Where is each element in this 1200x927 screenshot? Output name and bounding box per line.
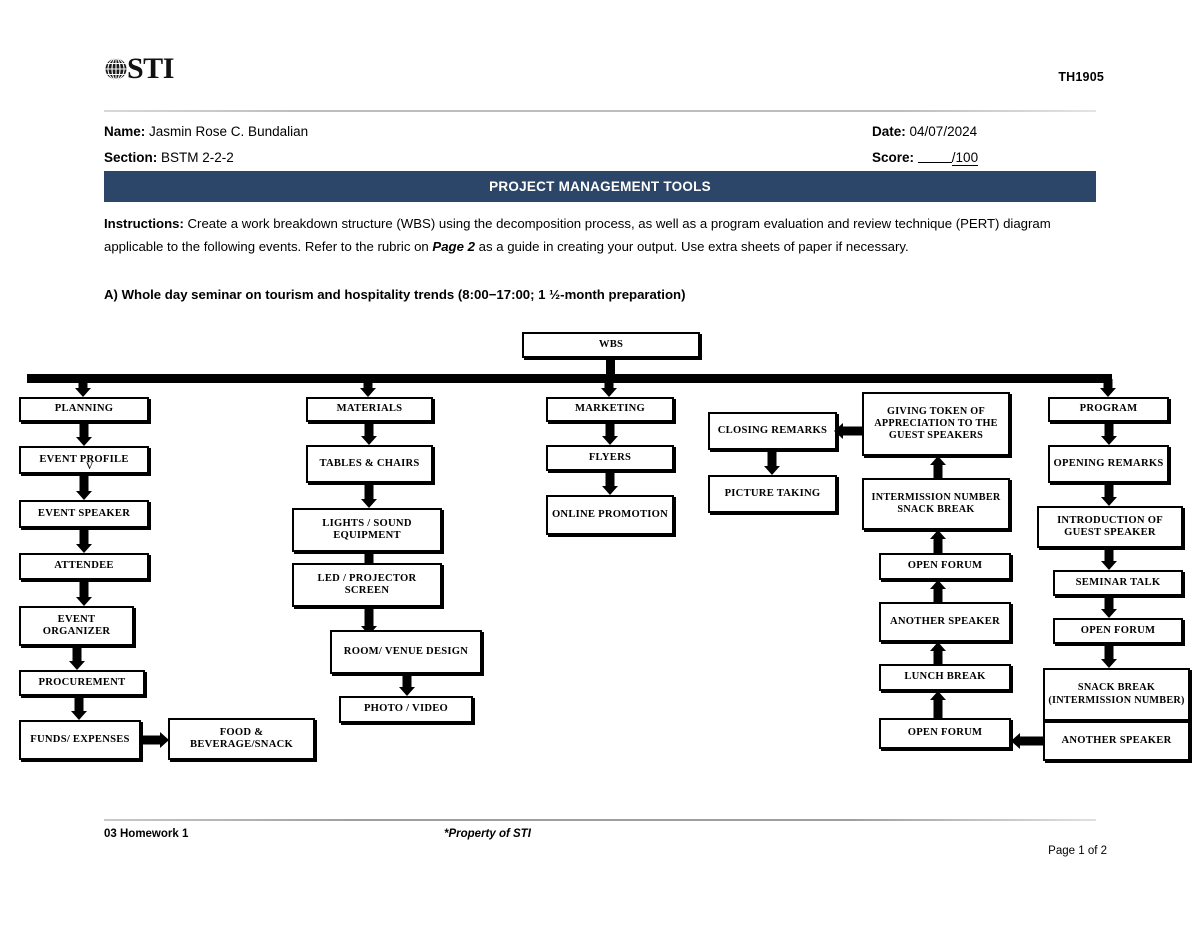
- footer-page-number: Page 1 of 2: [1048, 845, 1107, 857]
- node-another-speaker-c5[interactable]: ANOTHER SPEAKER: [1043, 721, 1190, 761]
- score-label: Score:: [872, 150, 915, 165]
- section-field: Section: BSTM 2-2-2: [104, 150, 234, 165]
- node-materials[interactable]: MATERIALS: [306, 397, 433, 422]
- node-food-beverage[interactable]: FOOD & BEVERAGE/SNACK: [168, 718, 315, 760]
- node-tables-chairs[interactable]: TABLES & CHAIRS: [306, 445, 433, 483]
- sti-logo: STI: [104, 52, 174, 86]
- arrow-wbs-to-planning: [74, 379, 91, 397]
- arrow-another-speaker-to-open-forum-c4a: [929, 580, 946, 602]
- arrow-event-organizer-to-procurement: [68, 646, 85, 670]
- footer-left-text: 03 Homework 1: [104, 828, 189, 840]
- arrow-wbs-to-marketing: [600, 379, 617, 397]
- node-lights-sound[interactable]: LIGHTS / SOUND EQUIPMENT: [292, 508, 442, 552]
- score-blank[interactable]: [917, 150, 952, 163]
- arrow-open-forum-to-snack-break: [1100, 644, 1117, 668]
- arrow-planning-to-event-profile: [75, 422, 92, 446]
- instructions-paragraph: Instructions: Create a work breakdown st…: [104, 213, 1098, 258]
- diagram-bus-horizontal: [27, 374, 1112, 383]
- arrow-event-speaker-to-attendee: [75, 528, 92, 553]
- arrow-lunch-break-to-another-speaker: [929, 642, 946, 664]
- node-procurement[interactable]: PROCUREMENT: [19, 670, 145, 696]
- arrow-wbs-to-materials: [359, 379, 376, 397]
- node-event-profile[interactable]: EVENT PROFILE: [19, 446, 149, 474]
- arrow-seminar-talk-to-open-forum: [1100, 596, 1117, 618]
- node-marketing[interactable]: MARKETING: [546, 397, 674, 422]
- date-label: Date:: [872, 124, 906, 139]
- document-code: TH1905: [1058, 70, 1104, 84]
- node-opening-remarks[interactable]: OPENING REMARKS: [1048, 445, 1169, 483]
- instructions-label: Instructions:: [104, 216, 184, 231]
- node-funds-expenses[interactable]: FUNDS/ EXPENSES: [19, 720, 141, 760]
- arrow-giving-token-to-closing-remarks: [834, 422, 864, 440]
- arrow-intro-to-seminar-talk: [1100, 548, 1117, 570]
- arrow-funds-to-food: [141, 731, 169, 749]
- globe-mesh-icon: [104, 56, 130, 82]
- wbs-diagram: WBS PLANNING EVENT PROFILE v EVENT SPEAK…: [0, 322, 1200, 792]
- section-banner: PROJECT MANAGEMENT TOOLS: [104, 171, 1096, 202]
- diagram-bus-vertical-root: [606, 358, 615, 380]
- arrow-tables-to-lights: [360, 483, 377, 508]
- node-photo-video[interactable]: PHOTO / VIDEO: [339, 696, 473, 723]
- arrow-flyers-to-online-promotion: [601, 471, 618, 495]
- sti-logo-text: STI: [127, 52, 174, 85]
- section-label: Section:: [104, 150, 158, 165]
- node-another-speaker-c4[interactable]: ANOTHER SPEAKER: [879, 602, 1011, 642]
- event-a-text: A) Whole day seminar on tourism and hosp…: [104, 287, 686, 302]
- node-lunch-break[interactable]: LUNCH BREAK: [879, 664, 1011, 691]
- instructions-text-1: Create a work breakdown structure (WBS) …: [104, 216, 1051, 254]
- header-divider: [104, 110, 1096, 112]
- node-open-forum-c5[interactable]: OPEN FORUM: [1053, 618, 1183, 644]
- date-value[interactable]: 04/07/2024: [909, 124, 978, 139]
- name-value[interactable]: Jasmin Rose C. Bundalian: [149, 124, 309, 139]
- arrow-room-venue-to-photo-video: [398, 674, 415, 696]
- node-intermission-snack[interactable]: INTERMISSION NUMBER SNACK BREAK: [862, 478, 1010, 530]
- instructions-emphasis: Page 2: [432, 238, 475, 254]
- node-online-promotion[interactable]: ONLINE PROMOTION: [546, 495, 674, 535]
- arrow-open-forum-to-intermission: [929, 530, 946, 553]
- section-value[interactable]: BSTM 2-2-2: [161, 150, 234, 165]
- instructions-text-2: as a guide in creating your output. Use …: [474, 238, 909, 254]
- arrow-event-profile-to-event-speaker: [75, 474, 92, 500]
- node-event-speaker[interactable]: EVENT SPEAKER: [19, 500, 149, 528]
- handwritten-check-mark: v: [86, 458, 93, 473]
- date-field: Date: 04/07/2024: [872, 124, 977, 139]
- node-attendee[interactable]: ATTENDEE: [19, 553, 149, 580]
- arrow-intermission-to-giving-token: [929, 456, 946, 478]
- node-open-forum-c4b[interactable]: OPEN FORUM: [879, 718, 1011, 749]
- node-intro-guest-speaker[interactable]: INTRODUCTION OF GUEST SPEAKER: [1037, 506, 1183, 548]
- name-field: Name: Jasmin Rose C. Bundalian: [104, 124, 308, 139]
- node-picture-taking[interactable]: PICTURE TAKING: [708, 475, 837, 513]
- node-program[interactable]: PROGRAM: [1048, 397, 1169, 422]
- arrow-closing-to-picture-taking: [763, 450, 780, 475]
- name-label: Name:: [104, 124, 146, 139]
- node-wbs[interactable]: WBS: [522, 332, 700, 358]
- arrow-procurement-to-funds: [70, 696, 87, 720]
- footer-property-text: *Property of STI: [444, 828, 531, 840]
- node-open-forum-c4a[interactable]: OPEN FORUM: [879, 553, 1011, 580]
- node-closing-remarks[interactable]: CLOSING REMARKS: [708, 412, 837, 450]
- arrow-materials-to-tables: [360, 422, 377, 445]
- arrow-opening-remarks-to-intro: [1100, 483, 1117, 506]
- arrow-open-forum-to-lunch-break: [929, 691, 946, 718]
- arrow-wbs-to-program: [1099, 379, 1116, 397]
- score-field: Score: /100: [872, 150, 979, 167]
- node-giving-token[interactable]: GIVING TOKEN OF APPRECIATION TO THE GUES…: [862, 392, 1010, 456]
- node-room-venue[interactable]: ROOM/ VENUE DESIGN: [330, 630, 482, 674]
- arrow-marketing-to-flyers: [601, 422, 618, 445]
- node-led-projector[interactable]: LED / PROJECTOR SCREEN: [292, 563, 442, 607]
- banner-title: PROJECT MANAGEMENT TOOLS: [489, 179, 711, 194]
- arrow-attendee-to-event-organizer: [75, 580, 92, 606]
- arrow-another-speaker-to-open-forum-c4b: [1011, 732, 1045, 750]
- node-event-organizer[interactable]: EVENT ORGANIZER: [19, 606, 134, 646]
- node-seminar-talk[interactable]: SEMINAR TALK: [1053, 570, 1183, 596]
- arrow-program-to-opening-remarks: [1100, 422, 1117, 445]
- node-planning[interactable]: PLANNING: [19, 397, 149, 422]
- score-total: /100: [951, 150, 979, 167]
- footer-divider: [104, 819, 1096, 821]
- node-flyers[interactable]: FLYERS: [546, 445, 674, 471]
- node-snack-break-intermission[interactable]: SNACK BREAK (INTERMISSION NUMBER): [1043, 668, 1190, 721]
